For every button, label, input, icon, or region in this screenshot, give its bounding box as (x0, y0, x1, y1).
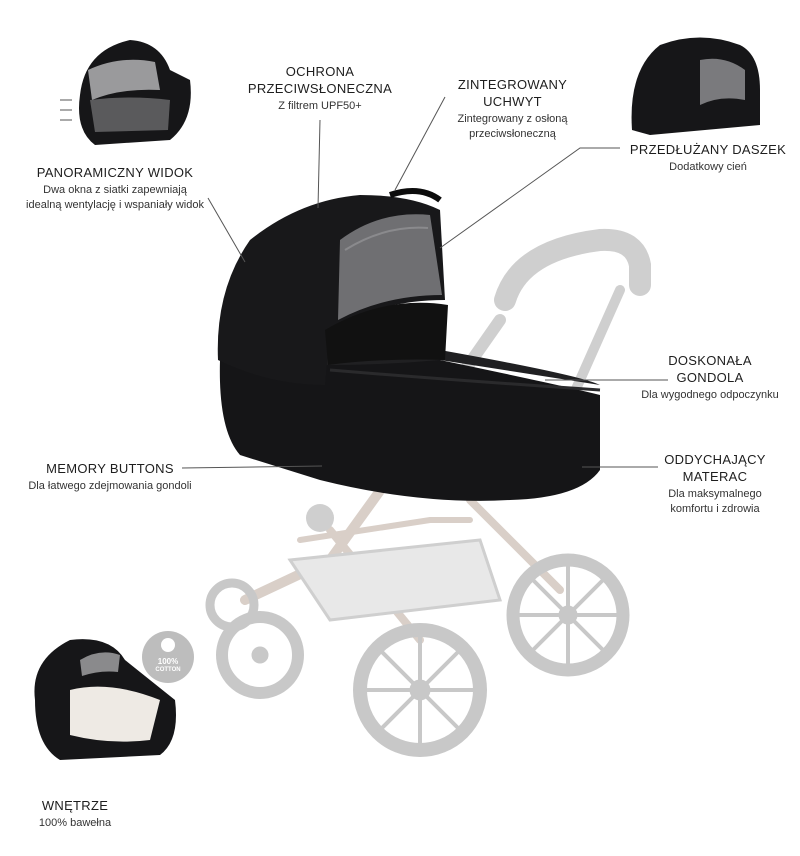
feature-integrated-handle: ZINTEGROWANY UCHWYT Zintegrowany z osłon… (430, 76, 595, 142)
breathable-mattress-title-2: MATERAC (682, 469, 748, 484)
perfect-carrycot-title-2: GONDOLA (676, 370, 744, 385)
feature-breathable-mattress: ODDYCHAJĄCY MATERAC Dla maksymalnego kom… (640, 451, 790, 517)
memory-buttons-title: MEMORY BUTTONS (46, 461, 174, 476)
perfect-carrycot-desc: Dla wygodnego odpoczynku (641, 389, 779, 401)
cotton-badge-circle (142, 631, 194, 683)
integrated-handle-title-2: UCHWYT (483, 94, 542, 109)
interior-desc: 100% bawełna (38, 817, 112, 829)
interior-detail-image (34, 639, 176, 760)
hub-logo (306, 504, 334, 532)
extended-hood-title: PRZEDŁUŻANY DASZEK (629, 142, 787, 157)
integrated-handle-desc-1: Zintegrowany z osłoną (457, 113, 568, 125)
breathable-mattress-desc-2: komfortu i zdrowia (670, 503, 760, 515)
sun-protection-title-2: PRZECIWSŁONECZNA (247, 81, 393, 96)
feature-panoramic-view: PANORAMICZNY WIDOK Dwa okna z siatki zap… (5, 164, 225, 213)
breathable-mattress-title-1: ODDYCHAJĄCY (664, 452, 766, 467)
panoramic-view-title: PANORAMICZNY WIDOK (36, 165, 194, 180)
feature-memory-buttons: MEMORY BUTTONS Dla łatwego zdejmowania g… (5, 460, 215, 494)
feature-sun-protection: OCHRONA PRZECIWSŁONECZNA Z filtrem UPF50… (230, 63, 410, 114)
callout-lines (181, 96, 668, 469)
extended-hood-detail-image (631, 37, 760, 135)
carrycot (217, 188, 601, 501)
extended-hood-desc: Dodatkowy cień (669, 161, 747, 173)
perfect-carrycot-title-1: DOSKONAŁA (668, 353, 752, 368)
cotton-badge: 100% COTTON (142, 657, 194, 675)
breathable-mattress-desc-1: Dla maksymalnego (668, 488, 762, 500)
sun-protection-desc: Z filtrem UPF50+ (278, 100, 362, 112)
feature-extended-hood: PRZEDŁUŻANY DASZEK Dodatkowy cień (628, 141, 788, 175)
cotton-badge-percent: 100% (157, 657, 179, 666)
integrated-handle-desc-2: przeciwsłoneczną (469, 128, 556, 140)
cotton-badge-label: COTTON (155, 667, 181, 673)
panoramic-detail-image (60, 40, 191, 145)
integrated-handle-title-1: ZINTEGROWANY (457, 77, 568, 92)
feature-perfect-carrycot: DOSKONAŁA GONDOLA Dla wygodnego odpoczyn… (630, 352, 790, 403)
basket (287, 538, 503, 622)
panoramic-view-desc-2: idealną wentylację i wspaniały widok (26, 199, 204, 211)
interior-title: WNĘTRZE (41, 798, 109, 813)
cotton-flower-icon (161, 638, 175, 652)
sun-protection-title-1: OCHRONA (285, 64, 355, 79)
memory-buttons-desc: Dla łatwego zdejmowania gondoli (28, 480, 192, 492)
wheels (205, 553, 630, 757)
panoramic-view-desc-1: Dwa okna z siatki zapewniają (43, 184, 187, 196)
feature-interior: WNĘTRZE 100% bawełna (10, 797, 140, 831)
